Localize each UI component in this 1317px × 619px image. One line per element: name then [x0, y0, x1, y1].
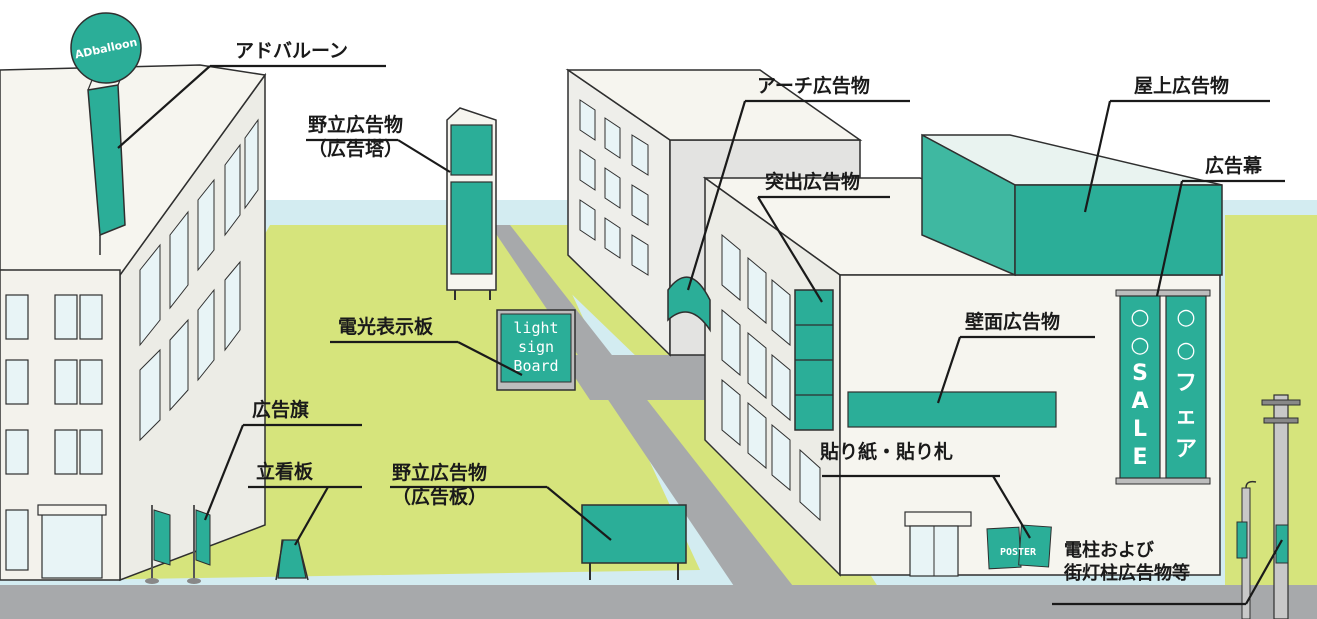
- curtain-left-text-char: ○: [1130, 333, 1149, 358]
- banner-flag-icon: [145, 505, 211, 584]
- curtain-right-text: ○ ○ フェア: [1175, 305, 1197, 462]
- label-standing-board: 立看板: [256, 461, 314, 483]
- label-rooftop: 屋上広告物: [1134, 75, 1230, 97]
- label-projecting: 突出広告物: [765, 171, 861, 193]
- wall-sign: [847, 391, 1057, 428]
- curtain-right-text-char: ○: [1176, 305, 1195, 330]
- poster-text: POSTER: [1000, 547, 1037, 558]
- left-building-top: [0, 64, 267, 276]
- curtain-left-text-char: ○: [1130, 305, 1149, 330]
- curtain-right-text-char: ェ: [1175, 404, 1197, 429]
- label-billboard: 野立広告物 （広告板）: [392, 462, 487, 510]
- svg-text:Board: Board: [513, 357, 558, 375]
- adballoon-icon: ADballoon: [70, 12, 142, 255]
- label-wall: 壁面広告物: [965, 311, 1061, 333]
- svg-text:sign: sign: [518, 338, 554, 356]
- svg-text:light: light: [513, 319, 558, 337]
- curtain-left-text-char: S: [1132, 361, 1148, 386]
- curtain-left-text-char: L: [1133, 417, 1147, 442]
- road-bottom: [0, 585, 1317, 619]
- curtain-banner-right: [1165, 295, 1207, 479]
- rooftop-sign-side: [1014, 184, 1223, 276]
- label-pole-line2: 街灯柱広告物等: [1064, 562, 1190, 584]
- billboard: [581, 504, 687, 580]
- curtain-right-text-char: フ: [1175, 371, 1197, 396]
- curtain-right-text-char: ア: [1175, 437, 1197, 462]
- label-ad-tower: 野立広告物 （広告塔）: [308, 114, 403, 162]
- label-curtain: 広告幕: [1205, 155, 1263, 177]
- back-building-top: [565, 69, 863, 141]
- label-billboard-line1: 野立広告物: [392, 462, 488, 484]
- curtain-left-text-char: A: [1131, 389, 1148, 414]
- arch-sign: [667, 276, 711, 333]
- label-stickers: 貼り紙・貼り札: [820, 441, 954, 463]
- label-pole: 電柱および 街灯柱広告物等: [1064, 540, 1190, 585]
- ad-tower: [446, 107, 497, 300]
- label-adballoon: アドバルーン: [235, 40, 349, 62]
- label-billboard-line2: （広告板）: [392, 485, 488, 508]
- label-flag: 広告旗: [252, 399, 310, 421]
- label-arch: アーチ広告物: [757, 75, 870, 97]
- label-pole-line1: 電柱および: [1064, 540, 1154, 561]
- curtain-banner-left: [1119, 295, 1161, 479]
- label-ad-tower-line1: 野立広告物: [308, 114, 404, 136]
- curtain-left-text-char: E: [1132, 445, 1147, 470]
- light-sign-board: light sign Board: [496, 309, 576, 391]
- standing-board: [275, 539, 309, 581]
- utility-pole-icon: [1236, 394, 1301, 619]
- label-electric-sign: 電光表示板: [338, 316, 434, 338]
- curtain-right-text-char: ○: [1176, 338, 1195, 363]
- poster-sticker-2: [1018, 524, 1052, 568]
- label-ad-tower-line2: （広告塔）: [308, 137, 404, 160]
